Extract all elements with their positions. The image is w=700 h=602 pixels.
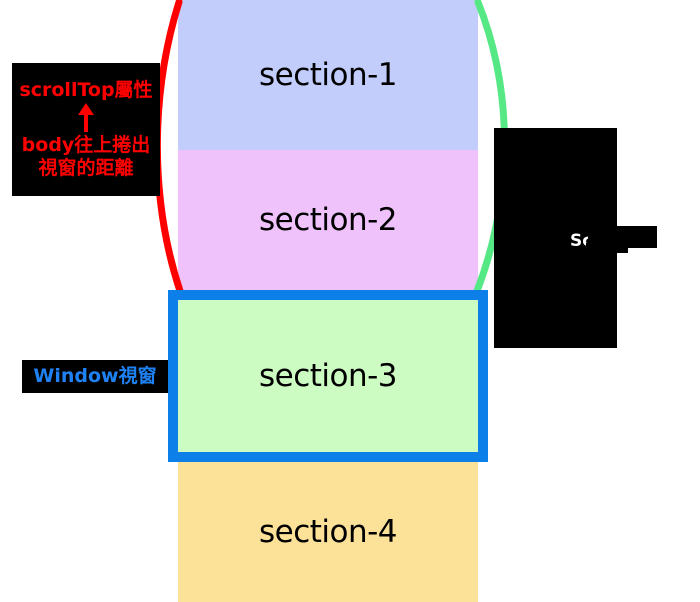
window-viewport-frame xyxy=(168,290,488,462)
scrolled-out-extent-arc xyxy=(153,0,184,295)
section-2-label: section-2 xyxy=(258,201,398,238)
scrolltop-heading: scrollTop屬性 xyxy=(19,78,153,101)
section-1-label: section-1 xyxy=(258,56,398,93)
caption-occluder-strip xyxy=(588,226,657,248)
section-4-label: section-4 xyxy=(258,513,398,550)
scrolltop-desc-line-2: 視窗的距離 xyxy=(38,157,134,180)
window-label: Window視窗 xyxy=(33,365,157,387)
caption-occluder-strip-lower xyxy=(586,243,628,253)
window-annotation: Window視窗 xyxy=(22,360,168,393)
section-2-block: section-2 xyxy=(178,150,478,290)
section-1-block: section-1 xyxy=(178,0,478,150)
section-4-block: section-4 xyxy=(178,462,478,602)
scrolltop-desc-line-1: body往上捲出 xyxy=(21,133,151,156)
section-3-label: section-3 xyxy=(258,357,398,394)
up-arrow-icon xyxy=(16,102,156,133)
section-3-block: section-3 xyxy=(178,300,478,452)
scrolltop-annotation: scrollTop屬性 body往上捲出 視窗的距離 xyxy=(12,63,160,196)
